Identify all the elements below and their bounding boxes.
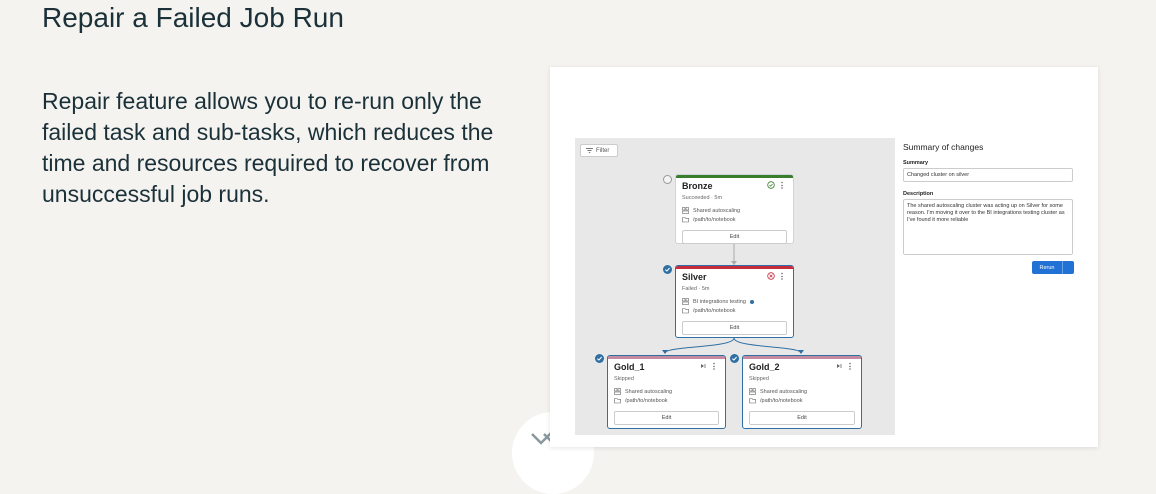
task-status: Skipped — [614, 376, 634, 382]
dag-connectors — [662, 244, 804, 354]
cluster-name: Shared autoscaling — [625, 388, 673, 395]
edit-button[interactable]: Edit — [614, 411, 719, 425]
cluster-row: Shared autoscaling — [682, 207, 740, 214]
kebab-icon[interactable]: ⋮ — [778, 272, 786, 281]
path-row: /path/to/notebook — [614, 397, 668, 404]
task-name: Bronze — [682, 181, 713, 191]
notebook-path: /path/to/notebook — [693, 307, 736, 314]
cluster-row: Shared autoscaling — [749, 388, 807, 395]
skip-icon — [837, 364, 842, 368]
checkbox-icon — [664, 267, 670, 272]
task-name: Silver — [682, 272, 707, 282]
checkbox-icon — [731, 356, 737, 361]
path-row: /path/to/notebook — [682, 216, 736, 223]
path-row: /path/to/notebook — [682, 307, 736, 314]
status-bar-skipped — [608, 356, 725, 359]
notebook-path: /path/to/notebook — [760, 397, 803, 404]
changed-indicator-dot — [749, 299, 754, 304]
description-label: Description — [903, 191, 934, 197]
slide-description: Repair feature allows you to re-run only… — [42, 88, 494, 207]
rerun-separator — [1062, 261, 1063, 274]
status-bar-failed — [676, 266, 793, 269]
summary-input[interactable]: Changed cluster on silver — [903, 168, 1073, 182]
notebook-path: /path/to/notebook — [625, 397, 668, 404]
cluster-icon — [682, 298, 689, 305]
check-circle-icon — [767, 181, 775, 189]
dag-canvas: Filter Bronze ⋮ Succeeded · 5m Shared au — [575, 138, 895, 435]
rerun-label: Rerun — [1039, 264, 1055, 271]
checkbox-icon — [596, 356, 602, 361]
error-icon — [767, 272, 775, 280]
kebab-icon[interactable]: ⋮ — [846, 362, 854, 371]
task-name: Gold_2 — [749, 362, 780, 372]
repair-run-dialog: Filter Bronze ⋮ Succeeded · 5m Shared au — [550, 67, 1098, 447]
description-textarea[interactable]: The shared autoscaling cluster was actin… — [903, 199, 1073, 255]
cluster-icon — [682, 207, 689, 214]
task-status: Succeeded · 5m — [682, 195, 723, 201]
task-node-gold2[interactable]: Gold_2 ⋮ Skipped Shared autoscaling /pat… — [742, 355, 862, 429]
task-status: Failed · 5m — [682, 286, 710, 292]
task-node-bronze[interactable]: Bronze ⋮ Succeeded · 5m Shared autoscali… — [675, 174, 794, 244]
task-node-gold1[interactable]: Gold_1 ⋮ Skipped Shared autoscaling /pat… — [607, 355, 726, 429]
cluster-name: Shared autoscaling — [760, 388, 808, 395]
cluster-icon — [749, 388, 756, 395]
status-bar-success — [676, 175, 793, 178]
edit-button[interactable]: Edit — [682, 230, 787, 244]
task-checkbox-gold2[interactable] — [730, 354, 739, 363]
cluster-row: Shared autoscaling — [614, 388, 672, 395]
task-checkbox-gold1[interactable] — [595, 354, 604, 363]
rerun-button[interactable]: Rerun — [1032, 261, 1074, 274]
task-checkbox-bronze[interactable] — [663, 175, 672, 184]
task-checkbox-silver[interactable] — [663, 265, 672, 274]
task-node-silver[interactable]: Silver ⋮ Failed · 5m BI integrations tes… — [675, 265, 794, 338]
filter-icon — [586, 148, 593, 153]
cluster-row: BI integrations testing — [682, 298, 754, 305]
skip-icon — [701, 364, 706, 368]
cluster-name: BI integrations testing — [693, 298, 746, 305]
notebook-path: /path/to/notebook — [693, 216, 736, 223]
slide-title: Repair a Failed Job Run — [42, 2, 344, 33]
task-status: Skipped — [749, 376, 769, 382]
task-name: Gold_1 — [614, 362, 645, 372]
kebab-icon[interactable]: ⋮ — [710, 362, 718, 371]
kebab-icon[interactable]: ⋮ — [778, 181, 786, 190]
cluster-name: Shared autoscaling — [693, 207, 741, 214]
folder-icon — [682, 308, 689, 314]
summary-label: Summary — [903, 160, 929, 166]
status-bar-skipped — [743, 356, 861, 359]
summary-panel: Summary of changes Summary Changed clust… — [903, 138, 1078, 274]
path-row: /path/to/notebook — [749, 397, 803, 404]
filter-label: Filter — [596, 147, 610, 154]
folder-icon — [682, 217, 689, 223]
folder-icon — [749, 398, 756, 404]
edit-button[interactable]: Edit — [682, 321, 787, 335]
folder-icon — [614, 398, 621, 404]
cluster-icon — [614, 388, 621, 395]
filter-button[interactable]: Filter — [580, 144, 618, 157]
summary-heading: Summary of changes — [903, 142, 984, 152]
edit-button[interactable]: Edit — [749, 411, 855, 425]
